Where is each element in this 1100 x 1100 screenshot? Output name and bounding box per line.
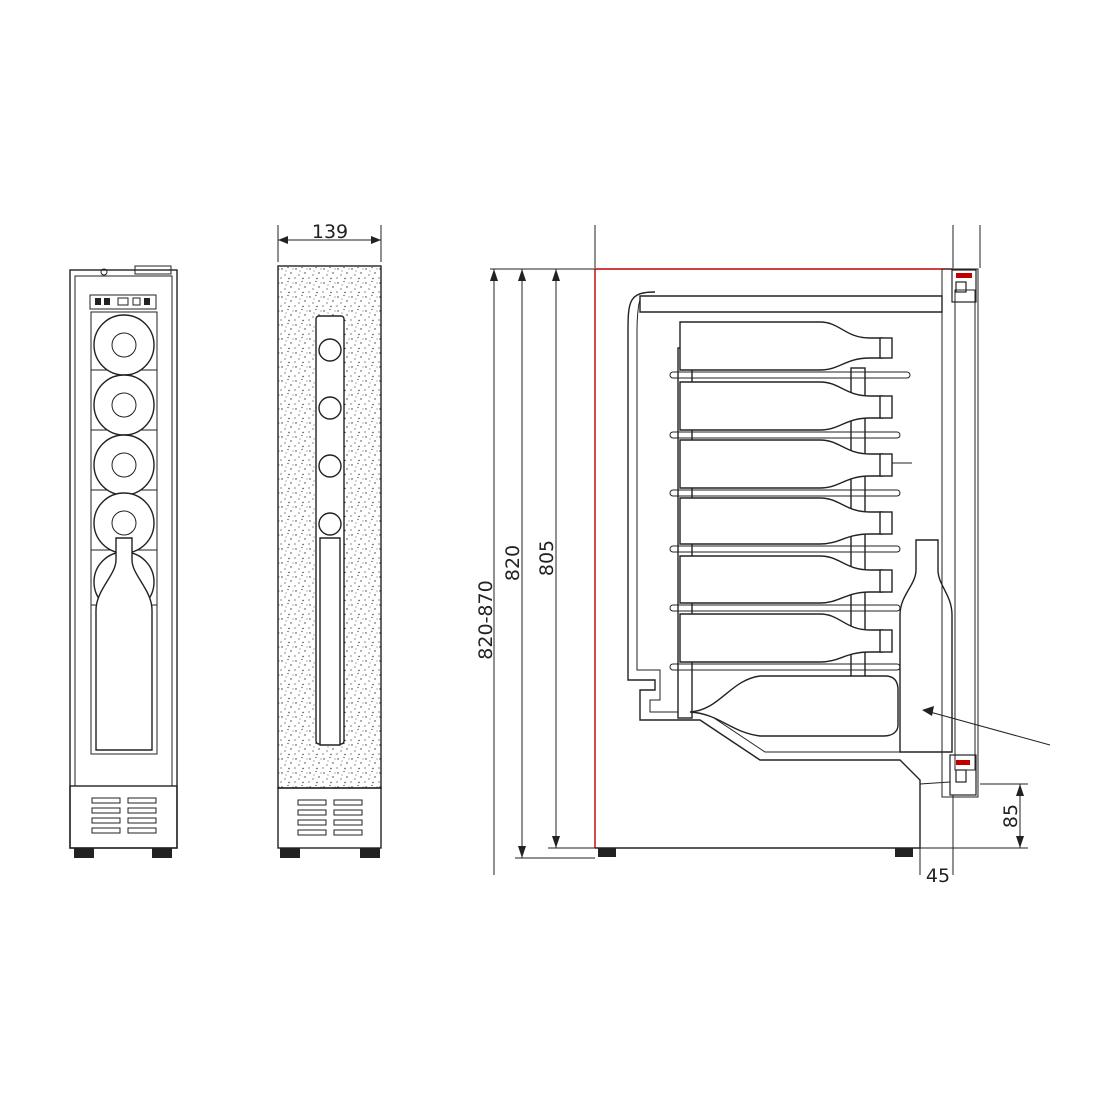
plinth-height-label: 85 (1000, 804, 1022, 828)
door-vent-grille (297, 799, 363, 836)
front-view (69, 265, 178, 858)
door-bottle-ends (318, 338, 342, 536)
front-foot-right (152, 848, 172, 858)
side-bottles (679, 321, 912, 737)
door-hinge-bottom-icon (919, 754, 977, 796)
top-hinge-icon (134, 265, 172, 275)
height-range-label: 820-870 (475, 580, 497, 659)
height-body-label: 805 (536, 540, 558, 576)
side-standing-bottle (899, 539, 953, 753)
height-overall-label: 820 (502, 545, 524, 581)
width-dimension: 139 (277, 221, 382, 262)
height-dimensions: 820-870 820 805 85 45 (475, 269, 1028, 887)
front-standing-bottle (95, 537, 153, 751)
door-hinge-top-icon (951, 269, 977, 303)
front-foot-left (74, 848, 94, 858)
side-section-view (490, 225, 1051, 875)
width-label: 139 (312, 221, 348, 243)
front-vent-grille (91, 797, 157, 834)
pointer-arrow (922, 706, 1051, 746)
control-panel (89, 294, 157, 310)
door-section-view: 139 (277, 221, 382, 858)
door-offset-label: 45 (926, 865, 950, 887)
